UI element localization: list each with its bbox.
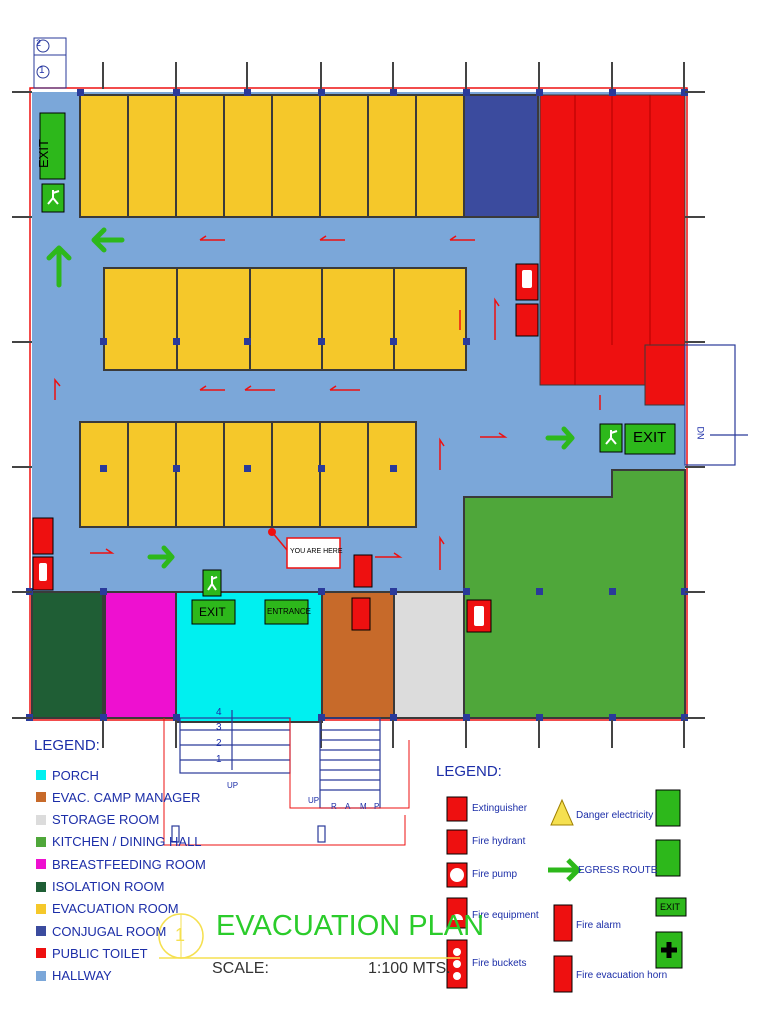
legend-item: EVAC. CAMP MANAGER xyxy=(36,787,200,807)
title-block xyxy=(158,913,460,959)
evacuation-rooms-top-row xyxy=(79,94,465,218)
grid-label-top-a: 2 xyxy=(36,38,42,48)
legend-item-label: BREASTFEEDING ROOM xyxy=(52,856,206,872)
exit-sign-top-left-label: EXIT xyxy=(36,139,51,168)
legend-item-label: EVACUATION ROOM xyxy=(52,901,179,917)
legend-item-label: PORCH xyxy=(52,767,99,783)
stair-number: 3 xyxy=(216,722,222,733)
scale-value: 1:100 MTS. xyxy=(368,960,451,977)
grid-label-box xyxy=(33,37,67,89)
exit-sign-bottom xyxy=(191,599,236,625)
legend-item-label: EVAC. CAMP MANAGER xyxy=(52,789,201,805)
legend-extinguisher-label: Extinguisher xyxy=(472,803,528,814)
legend-item-label: HALLWAY xyxy=(52,968,112,984)
storage-room xyxy=(393,591,465,719)
legend-left-title: LEGEND: xyxy=(34,737,100,754)
up-label-ramp: UP xyxy=(308,796,320,805)
entrance-sign-label: ENTRANCE xyxy=(267,607,312,616)
legend-item: HALLWAY xyxy=(36,966,112,986)
evacuation-rooms-lower-row xyxy=(79,421,417,528)
legend-fire-alarm-label: Fire alarm xyxy=(576,920,622,931)
legend-swatch xyxy=(36,814,46,825)
legend-swatch xyxy=(36,948,46,959)
conjugal-room xyxy=(463,94,539,218)
exit-running-man-icon xyxy=(41,183,623,597)
legend-item-label: PUBLIC TOILET xyxy=(52,945,148,961)
evacuation-rooms-middle-row xyxy=(103,267,467,371)
legend-item: ISOLATION ROOM xyxy=(36,877,164,897)
legend-swatch xyxy=(36,836,46,847)
legend-item: PORCH xyxy=(36,765,99,785)
legend-swatch xyxy=(36,970,46,981)
stair-number: 4 xyxy=(216,707,222,718)
legend-item: KITCHEN / DINING HALL xyxy=(36,832,202,852)
legend-right-title: LEGEND: xyxy=(436,763,502,780)
legend-item: EVACUATION ROOM xyxy=(36,899,179,919)
breastfeeding-room xyxy=(104,591,177,719)
dn-label: DN xyxy=(695,426,706,440)
legend-fire-equipment-label: Fire equipment xyxy=(472,910,539,921)
building-outline xyxy=(29,87,688,721)
exit-sign-right-label: EXIT xyxy=(633,429,667,446)
legend-egress-route-label: EGRESS ROUTE xyxy=(578,865,658,876)
up-label-left: UP xyxy=(227,781,239,790)
grid-axis-ticks xyxy=(12,62,705,748)
legend-symbols xyxy=(446,789,687,993)
you-are-here-label: YOU ARE HERE xyxy=(290,548,343,555)
kitchen-dining-hall xyxy=(463,469,686,719)
grid-label-top-b: 1 xyxy=(39,65,45,76)
legend-item-label: CONJUGAL ROOM xyxy=(52,923,167,939)
ramp-letter: P xyxy=(374,802,380,811)
legend-item-label: ISOLATION ROOM xyxy=(52,879,165,894)
legend-item: CONJUGAL ROOM xyxy=(36,921,166,941)
legend-item: BREASTFEEDING ROOM xyxy=(36,854,206,874)
fire-extinguisher-icons xyxy=(32,263,539,633)
ramp-letter: M xyxy=(360,802,367,811)
legend-fire-evacuation-horn-label: Fire evacuation horn xyxy=(576,970,668,981)
legend-danger-electricity-label: Danger electricity xyxy=(576,810,654,821)
legend-swatch xyxy=(36,881,46,892)
legend-item-label: KITCHEN / DINING HALL xyxy=(52,834,202,850)
scale-label: SCALE: xyxy=(212,960,269,977)
stair-number: 2 xyxy=(216,738,222,749)
legend-swatch xyxy=(36,903,46,914)
plan-title: EVACUATION PLAN xyxy=(216,910,485,942)
legend-swatch xyxy=(36,859,46,870)
isolation-room xyxy=(31,591,104,719)
legend-item: PUBLIC TOILET xyxy=(36,943,148,963)
legend-item: STORAGE ROOM xyxy=(36,810,159,830)
exit-sign-top-left xyxy=(39,112,66,180)
legend-item-label: STORAGE ROOM xyxy=(52,812,160,828)
secondary-route-arrows xyxy=(54,235,601,570)
legend-swatch xyxy=(36,926,46,937)
legend-fire-buckets-label: Fire buckets xyxy=(472,958,527,969)
entrance-sign xyxy=(264,599,309,625)
stair-number: 1 xyxy=(216,754,222,765)
legend-exit-sign-label: EXIT xyxy=(660,902,681,912)
ramp-letter: R xyxy=(331,802,337,811)
egress-route-arrows xyxy=(46,227,575,569)
legend-swatch xyxy=(36,770,46,780)
legend-swatch xyxy=(36,792,46,803)
legend-fire-pump-label: Fire pump xyxy=(472,869,518,880)
you-are-here-box xyxy=(286,537,341,569)
exit-sign-right xyxy=(624,423,676,455)
ramp-letter: A xyxy=(345,802,351,811)
exit-sign-bottom-label: EXIT xyxy=(199,605,226,619)
title-number: 1 xyxy=(175,925,186,945)
legend-fire-hydrant-label: Fire hydrant xyxy=(472,836,526,847)
